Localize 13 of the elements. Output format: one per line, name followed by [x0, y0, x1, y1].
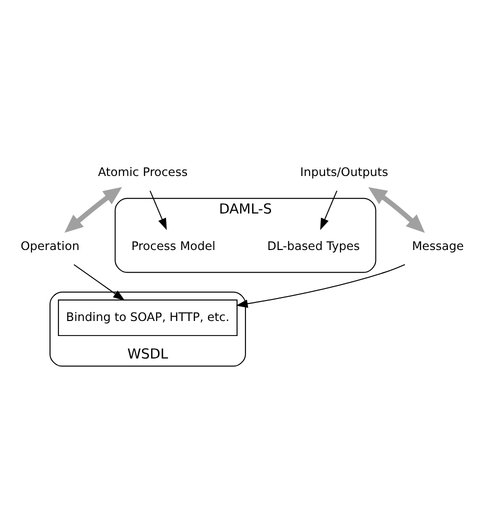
node-box: Binding to SOAP, HTTP, etc. — [58, 300, 238, 336]
node-text: Operation — [20, 238, 80, 253]
node-text: Inputs/Outputs — [300, 164, 388, 179]
arrow — [64, 187, 122, 233]
arrow — [236, 264, 406, 308]
arrow — [73, 264, 125, 301]
node-text: DL-based Types — [267, 238, 360, 253]
arrow — [150, 190, 167, 230]
node-text: Process Model — [131, 238, 216, 253]
arrow — [368, 187, 425, 233]
arrow — [320, 190, 338, 230]
node-text: Message — [412, 238, 464, 253]
node-text: Atomic Process — [98, 164, 188, 179]
